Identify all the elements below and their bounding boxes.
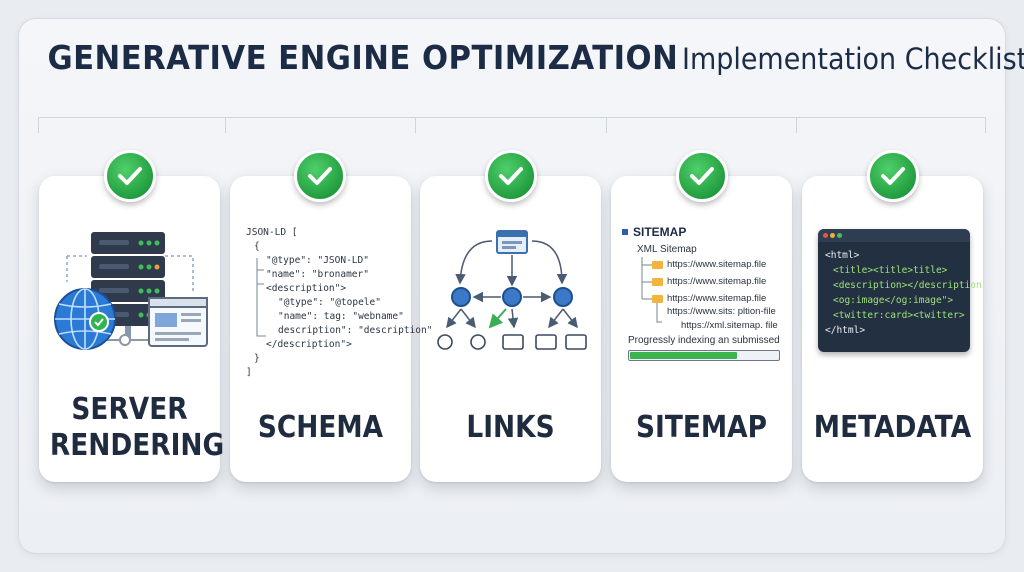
code-line: JSON-LD [ xyxy=(246,227,298,238)
code-line: } xyxy=(254,353,260,364)
divider-tick xyxy=(796,117,797,133)
folder-icon xyxy=(652,295,663,303)
tree-guides xyxy=(256,258,266,337)
code-line: <description"> xyxy=(266,283,347,294)
code-line: </description"> xyxy=(266,339,352,350)
bullet-icon xyxy=(622,229,628,235)
timeline-divider xyxy=(38,117,986,118)
code-line: "name": "bronamer" xyxy=(266,269,369,280)
card-label-metadata: METADATA xyxy=(813,410,972,445)
sitemap-item: https://www.sitemap.file xyxy=(667,293,767,304)
check-icon xyxy=(676,150,728,202)
divider-tick xyxy=(985,117,986,133)
divider-tick xyxy=(38,117,39,133)
folder-icon xyxy=(652,278,663,286)
sitemap-item: https://xml.sitemap. file xyxy=(681,320,778,331)
code-line: description": "description" xyxy=(278,325,433,336)
code-line: "@type": "@topele" xyxy=(278,297,381,308)
html-terminal: <html> <title><title>title> <description… xyxy=(818,229,982,352)
divider-tick xyxy=(415,117,416,133)
code-line: <title><title>title> xyxy=(833,265,948,276)
sitemap-item: https://www.sitemap.file xyxy=(667,276,767,287)
card-label-sitemap: SITEMAP xyxy=(636,410,767,445)
code-line: "name": tag: "webname" xyxy=(278,311,404,322)
code-line: <twitter:card><twitter> xyxy=(833,310,965,321)
code-line: { xyxy=(254,241,260,252)
progress-label: Progressly indexing an submissed xyxy=(628,335,780,346)
terminal-titlebar xyxy=(818,229,970,242)
sitemap-heading: SITEMAP xyxy=(633,225,687,239)
title-main: GENERATIVE ENGINE OPTIMIZATION xyxy=(47,38,679,77)
server-globe-icon xyxy=(54,232,208,350)
label-line: RENDERING xyxy=(49,428,225,463)
code-line: </html> xyxy=(825,325,866,336)
card-label-links: LINKS xyxy=(466,410,555,445)
code-line: <og:image</og:image"> xyxy=(833,295,954,306)
tree-guides xyxy=(641,257,662,323)
code-line: <html> xyxy=(825,250,860,261)
sitemap-subheading: XML Sitemap xyxy=(637,244,697,255)
code-line: "@type": "JSON-LD" xyxy=(266,255,369,266)
card-label-server-rendering: SERVER RENDERING xyxy=(49,392,225,464)
link-tree-diagram xyxy=(437,230,587,350)
minimize-dot-icon xyxy=(830,233,835,238)
close-dot-icon xyxy=(823,233,828,238)
title-sub: Implementation Checklist xyxy=(682,42,1024,76)
check-icon xyxy=(867,150,919,202)
code-line: <description></description xyxy=(833,280,982,291)
sitemap-item: https://www.sitemap.file xyxy=(667,259,767,270)
card-links xyxy=(420,176,601,482)
card-schema xyxy=(230,176,411,482)
check-icon xyxy=(294,150,346,202)
label-line: SERVER xyxy=(71,392,188,427)
check-icon xyxy=(485,150,537,202)
divider-tick xyxy=(606,117,607,133)
sitemap-item: https://www.sits: pltion-file xyxy=(667,306,776,317)
check-icon xyxy=(104,150,156,202)
maximize-dot-icon xyxy=(837,233,842,238)
divider-tick xyxy=(225,117,226,133)
progress-fill xyxy=(630,352,737,359)
folder-icon xyxy=(652,261,663,269)
card-sitemap xyxy=(611,176,792,482)
code-line: ] xyxy=(246,367,252,378)
card-label-schema: SCHEMA xyxy=(257,410,384,445)
progress-bar xyxy=(628,350,780,361)
